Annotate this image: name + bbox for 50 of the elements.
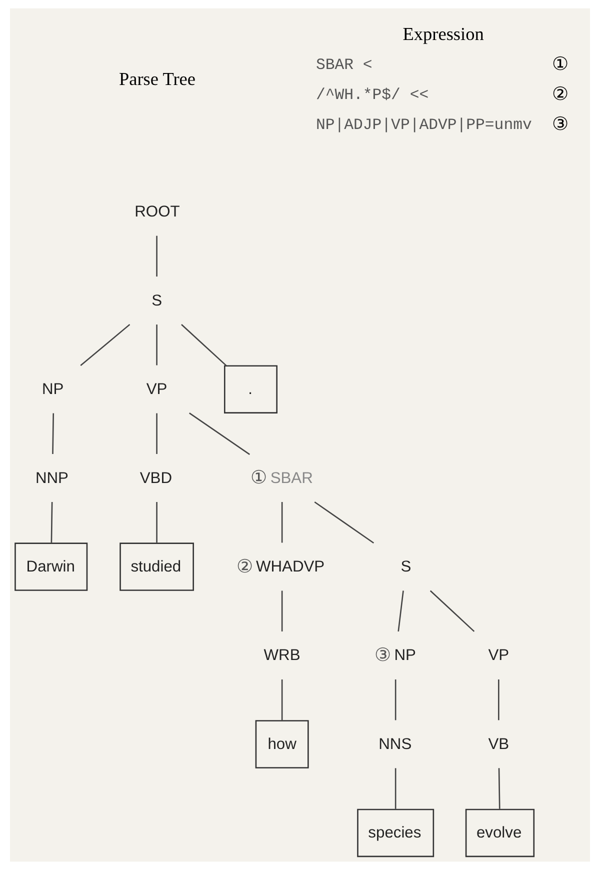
node-text: WRB bbox=[263, 647, 300, 664]
connector bbox=[280, 502, 282, 543]
node-box: how bbox=[254, 720, 308, 768]
node-text: S bbox=[400, 558, 411, 576]
node-text: WHADVP bbox=[255, 558, 324, 576]
connector bbox=[394, 768, 396, 809]
node-text: NP bbox=[41, 381, 64, 398]
label: ① bbox=[552, 52, 568, 74]
connector bbox=[498, 768, 500, 809]
node-label: ③ bbox=[374, 644, 390, 665]
connector bbox=[394, 679, 396, 720]
connector bbox=[280, 590, 282, 632]
label: Expression bbox=[402, 24, 484, 44]
connector bbox=[280, 679, 282, 720]
node-text: VP bbox=[488, 647, 509, 664]
label: ③ bbox=[552, 112, 568, 134]
connector bbox=[180, 324, 226, 366]
node-text: VBD bbox=[139, 470, 172, 487]
label: ② bbox=[552, 82, 568, 104]
node-text: NNP bbox=[34, 470, 68, 487]
node-label: ① bbox=[250, 466, 266, 488]
label: SBAR < bbox=[315, 56, 372, 74]
connector bbox=[314, 501, 374, 544]
node-text: S bbox=[151, 292, 162, 310]
connector bbox=[156, 236, 157, 277]
connector bbox=[397, 590, 404, 632]
connector bbox=[429, 590, 474, 632]
node-text: NP bbox=[394, 647, 416, 664]
node-box: . bbox=[224, 365, 277, 414]
connector bbox=[80, 324, 130, 366]
label: Parse Tree bbox=[118, 68, 195, 89]
connector bbox=[50, 502, 52, 543]
connector bbox=[156, 502, 157, 543]
node-text: NNS bbox=[378, 736, 412, 753]
node-text: ROOT bbox=[134, 204, 180, 221]
node-text: SBAR bbox=[270, 470, 312, 487]
label: /^WH.*P$/ << bbox=[315, 86, 428, 104]
node-box: Darwin bbox=[14, 542, 88, 591]
node-box: evolve bbox=[464, 808, 534, 858]
node-text: VP bbox=[146, 381, 167, 398]
node-label: ② bbox=[236, 555, 252, 576]
connector bbox=[156, 413, 157, 454]
label: NP|ADJP|VP|ADVP|PP=unmv bbox=[315, 116, 532, 134]
connector bbox=[188, 412, 250, 455]
connector bbox=[52, 413, 54, 454]
node-box: species bbox=[356, 808, 434, 858]
node-box: studied bbox=[119, 542, 194, 591]
connector bbox=[156, 324, 157, 366]
node-text: VB bbox=[488, 736, 509, 753]
connector bbox=[498, 679, 499, 720]
